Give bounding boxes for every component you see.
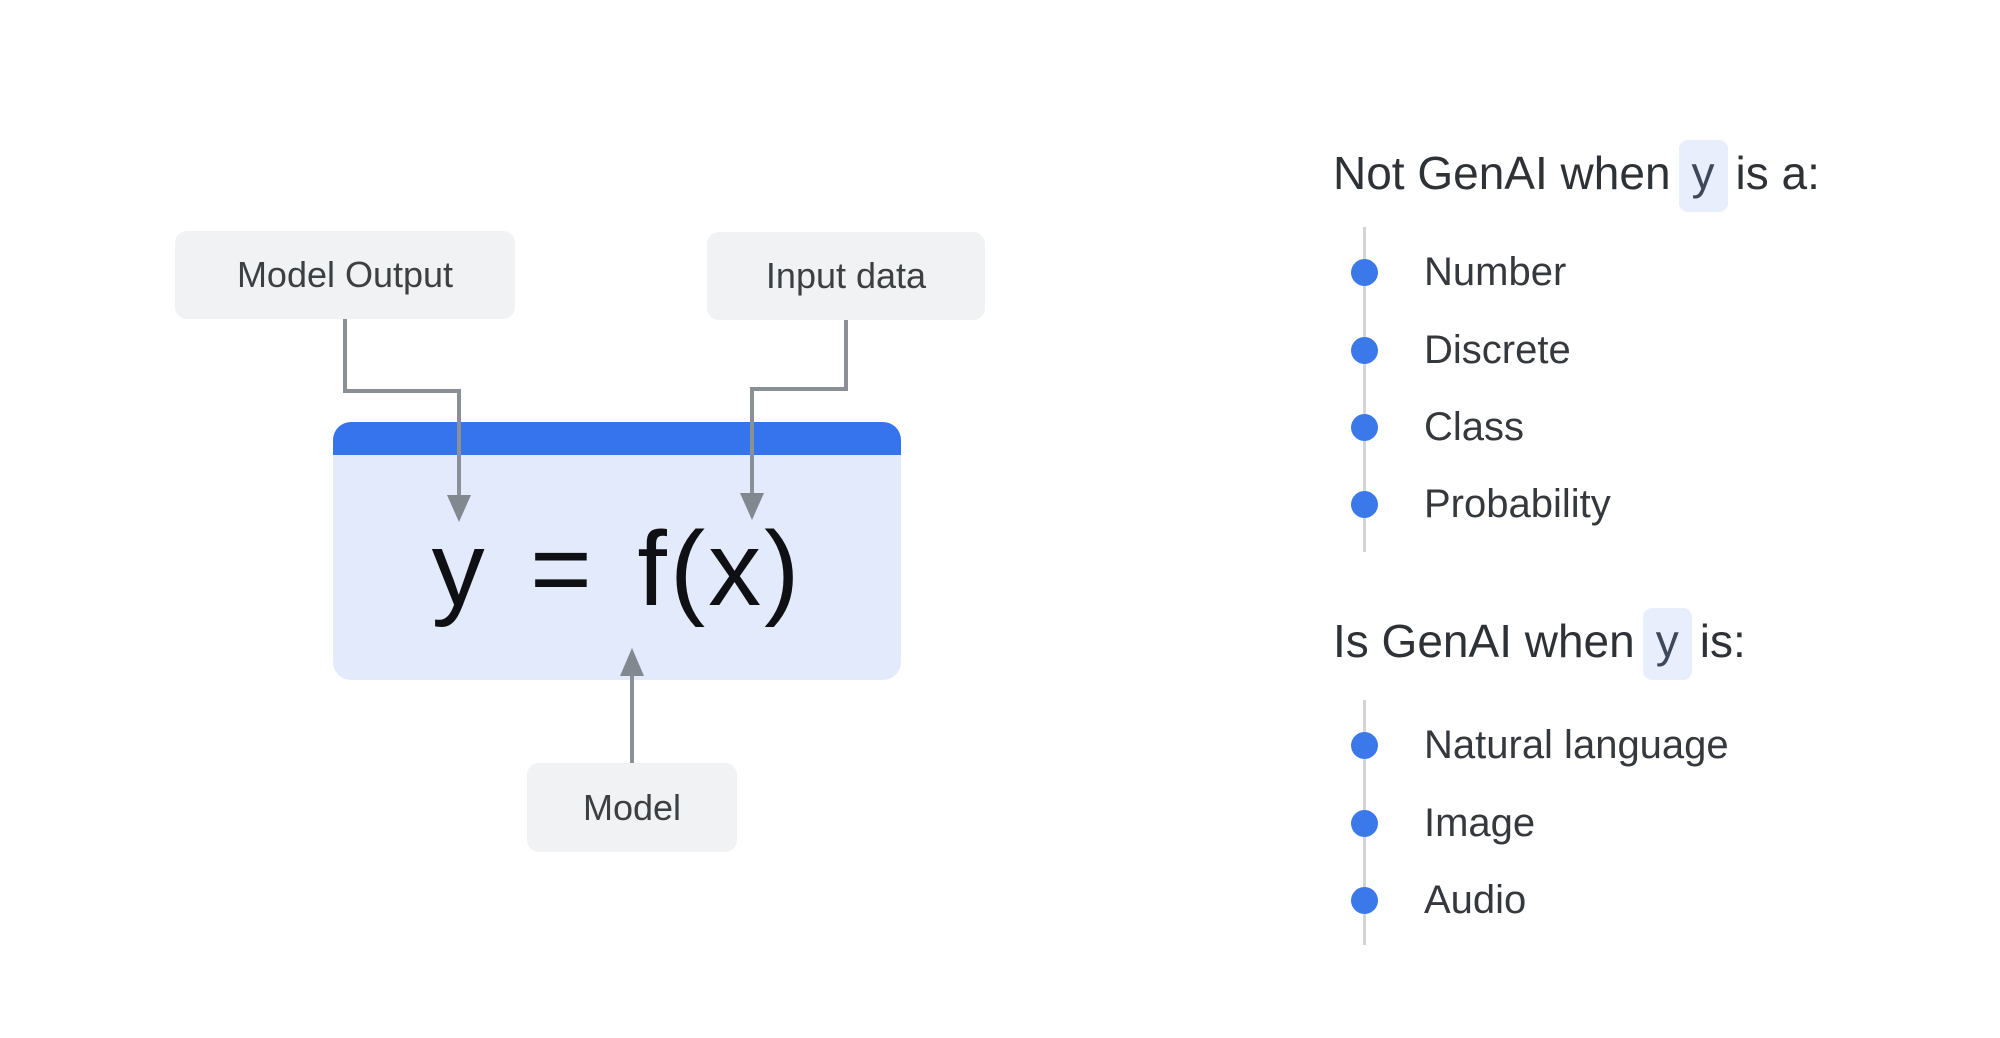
bullet-dot <box>1351 491 1378 518</box>
bullet-dot <box>1351 810 1378 837</box>
bullet-dot <box>1351 414 1378 441</box>
function-card-body: y = f(x) <box>333 455 901 680</box>
model-label: Model <box>582 786 682 828</box>
list-item-audio: Audio <box>1424 878 1527 922</box>
not-genai-heading-suffix: is a: <box>1735 147 1820 199</box>
list-item-probability: Probability <box>1424 482 1611 526</box>
list-item-class: Class <box>1424 405 1525 449</box>
model-output-label: Model Output <box>236 254 454 295</box>
model-callout: Model <box>527 763 737 852</box>
is-genai-heading-suffix: is: <box>1699 615 1746 667</box>
function-card: y = f(x) <box>333 422 901 680</box>
not-genai-heading-prefix: Not GenAI when <box>1333 147 1671 199</box>
is-genai-heading-prefix: Is GenAI when <box>1333 615 1635 667</box>
bullet-dot <box>1351 259 1378 286</box>
list-item-discrete: Discrete <box>1424 328 1571 372</box>
y-highlight-token: y <box>1678 140 1728 212</box>
list-item-number: Number <box>1424 250 1567 294</box>
bullet-dot <box>1351 337 1378 364</box>
input-data-label: Input data <box>765 255 927 296</box>
bullet-dot <box>1351 887 1378 914</box>
formula-text: y = f(x) <box>431 510 803 628</box>
y-highlight-token: y <box>1642 608 1692 680</box>
list-item-image: Image <box>1424 801 1536 845</box>
list-item-natural-language: Natural language <box>1424 723 1729 767</box>
model-output-callout: Model Output <box>175 231 515 319</box>
bullet-dot <box>1351 732 1378 759</box>
input-data-callout: Input data <box>707 232 985 320</box>
timeline-line-not-genai <box>1363 227 1366 552</box>
function-card-header-bar <box>333 422 901 455</box>
